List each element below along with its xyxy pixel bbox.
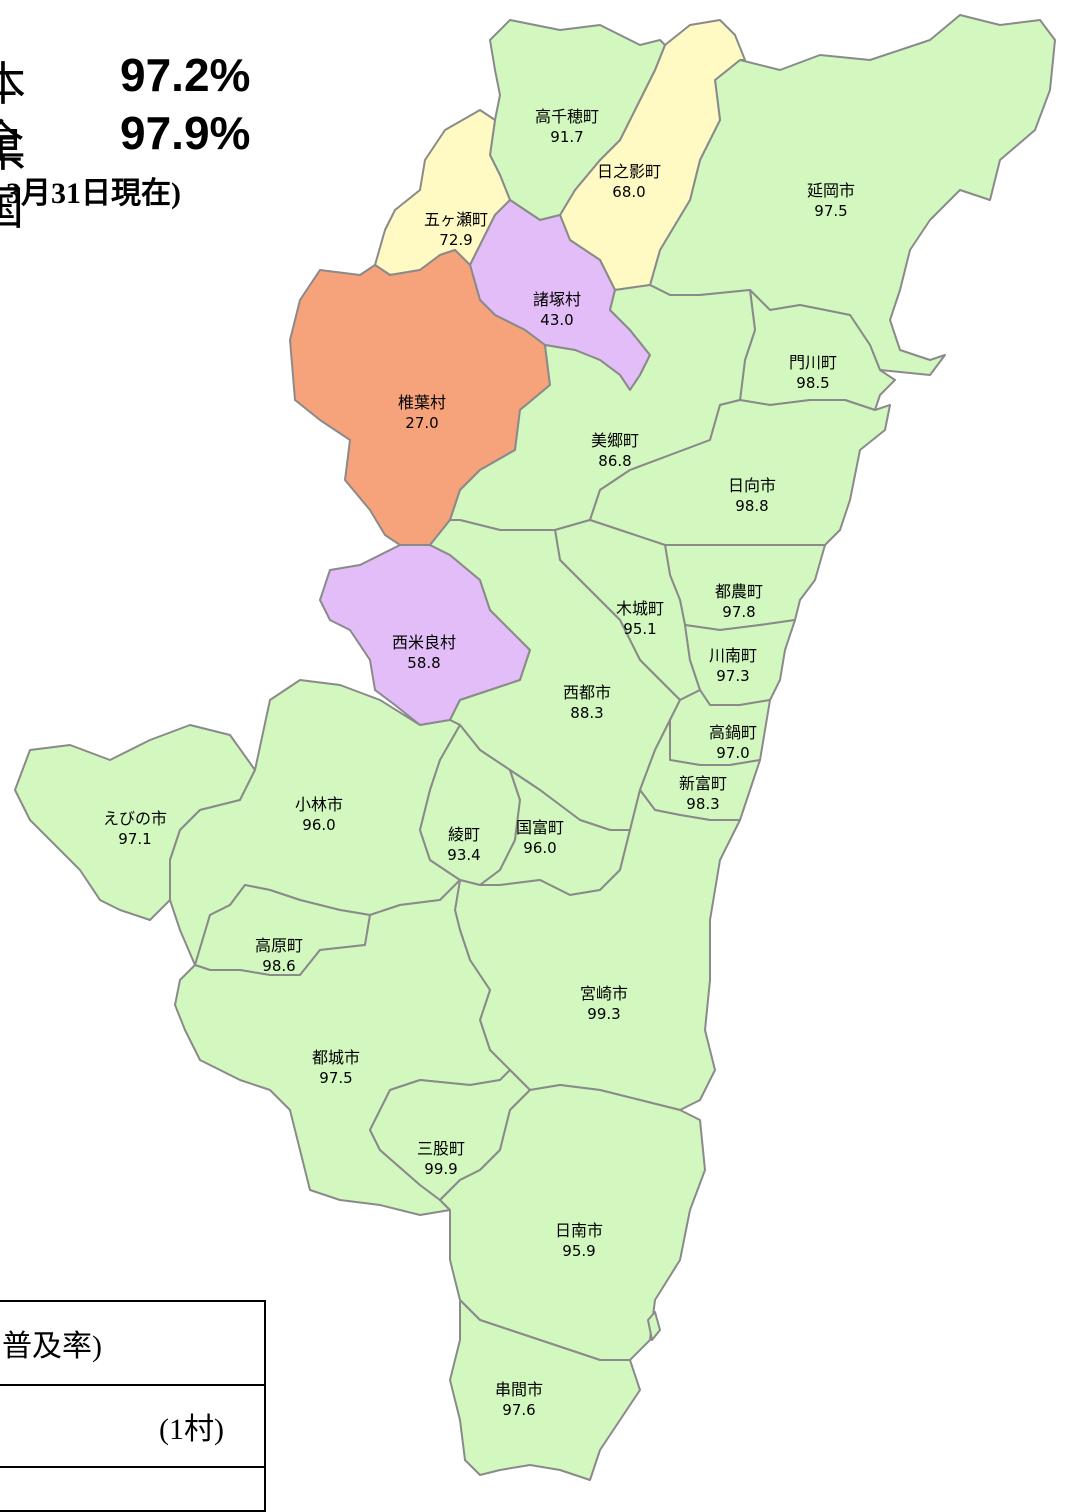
label-gokase-rate: 72.9 (439, 231, 472, 249)
label-miyazaki-name: 宮崎市 (580, 984, 628, 1003)
label-takaharu-rate: 98.6 (262, 957, 295, 975)
label-takachiho-name: 高千穂町 (535, 107, 599, 126)
label-nishimera-name: 西米良村 (392, 633, 456, 652)
label-tsuno-rate: 97.8 (722, 603, 755, 621)
label-kushima-name: 串間市 (495, 1380, 543, 1399)
label-nobeoka-name: 延岡市 (807, 181, 855, 200)
summary-date: 3月31日現在) (6, 177, 181, 210)
label-hinokage-name: 日之影町 (597, 162, 661, 181)
label-kadogawa-rate: 98.5 (796, 374, 829, 392)
label-kawaminami-name: 川南町 (709, 646, 757, 665)
label-nichinan-name: 日南市 (555, 1221, 603, 1240)
label-takaharu-name: 高原町 (255, 936, 303, 955)
region-kushima[interactable] (449, 1299, 641, 1481)
label-kobayashi-rate: 96.0 (302, 816, 335, 834)
label-kunitomi-rate: 96.0 (523, 839, 556, 857)
label-nishimera-rate: 58.8 (407, 654, 440, 672)
label-takachiho-rate: 91.7 (550, 128, 583, 146)
label-gokase-name: 五ヶ瀬町 (424, 210, 488, 229)
label-kadogawa-name: 門川町 (789, 353, 837, 372)
label-saito-name: 西都市 (563, 683, 611, 702)
label-hyuga-name: 日向市 (728, 476, 776, 495)
label-nobeoka-rate: 97.5 (814, 202, 847, 220)
label-shiiba-name: 椎葉村 (398, 393, 446, 412)
label-miyakonojo-rate: 97.5 (319, 1069, 352, 1087)
label-morotsuka-rate: 43.0 (540, 311, 573, 329)
label-misato-rate: 86.8 (598, 452, 631, 470)
label-hyuga-rate: 98.8 (735, 497, 768, 515)
label-kobayashi-name: 小林市 (295, 795, 343, 814)
label-shintomi-name: 新富町 (679, 774, 727, 793)
summary-line2-label: 全国 (0, 116, 24, 234)
label-ebino-rate: 97.1 (118, 830, 151, 848)
label-morotsuka-name: 諸塚村 (533, 290, 581, 309)
legend-row-1: (1村) (0, 1384, 266, 1467)
legend-title: 普及率) (0, 1300, 266, 1385)
label-saito-rate: 88.3 (570, 704, 603, 722)
label-kawaminami-rate: 97.3 (716, 667, 749, 685)
label-shintomi-rate: 98.3 (686, 795, 719, 813)
label-kijo-name: 木城町 (616, 599, 664, 618)
legend-row-2 (0, 1466, 266, 1511)
label-kunitomi-name: 国富町 (516, 818, 564, 837)
label-shiiba-rate: 27.0 (405, 414, 438, 432)
label-aya-rate: 93.4 (447, 846, 480, 864)
label-hinokage-rate: 68.0 (612, 183, 645, 201)
region-kawaminami[interactable] (684, 619, 796, 706)
label-tsuno-name: 都農町 (715, 582, 763, 601)
label-ebino-name: えびの市 (103, 809, 167, 828)
label-miyazaki-rate: 99.3 (587, 1005, 620, 1023)
label-kushima-rate: 97.6 (502, 1401, 535, 1419)
label-takanabe-name: 高鍋町 (709, 723, 757, 742)
legend-table: 普及率) (1村) (0, 1300, 266, 1512)
summary-line2-value: 97.9% (120, 107, 251, 159)
label-nichinan-rate: 95.9 (562, 1242, 595, 1260)
summary-line1-label: 本県 (0, 58, 26, 176)
label-mimata-name: 三股町 (417, 1139, 465, 1158)
label-mimata-rate: 99.9 (424, 1160, 457, 1178)
label-misato-name: 美郷町 (591, 431, 639, 450)
label-miyakonojo-name: 都城市 (312, 1048, 360, 1067)
summary-line1-value: 97.2% (120, 49, 251, 101)
label-kijo-rate: 95.1 (623, 620, 656, 638)
region-island (647, 1311, 661, 1341)
label-takanabe-rate: 97.0 (716, 744, 749, 762)
label-aya-name: 綾町 (448, 825, 480, 844)
